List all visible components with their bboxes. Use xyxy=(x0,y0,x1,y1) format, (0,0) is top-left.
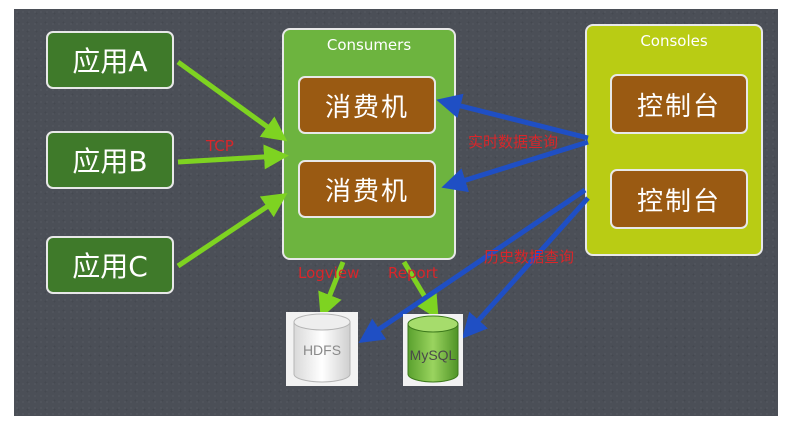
consumer-node-1: 消费机 xyxy=(298,76,436,134)
consumer-node-1-label: 消费机 xyxy=(324,92,409,123)
console-node-2-label: 控制台 xyxy=(636,186,721,217)
arrow-app-b-to-consumers xyxy=(177,144,289,170)
app-c-label: 应用C xyxy=(72,250,148,283)
console-node-2: 控制台 xyxy=(610,169,748,229)
arrow-console-to-mysql xyxy=(461,196,590,339)
app-c-box: 应用C xyxy=(46,236,174,294)
hdfs-storage: HDFS xyxy=(286,312,358,386)
arrow-consumers-to-hdfs xyxy=(318,261,346,319)
mysql-label: MySQL xyxy=(409,347,457,363)
app-b-box: 应用B xyxy=(46,131,174,189)
arrow-app-c-to-consumers xyxy=(176,193,288,269)
app-a-box: 应用A xyxy=(46,31,174,89)
arrow-console-to-hdfs xyxy=(358,187,587,344)
consumer-node-2-label: 消费机 xyxy=(324,176,409,207)
edge-label-tcp: TCP xyxy=(206,137,234,155)
app-b-label: 应用B xyxy=(72,145,148,178)
arrow-consumers-to-mysql xyxy=(401,260,439,320)
arrow-console-to-consumer-2 xyxy=(441,139,589,193)
consumers-group: Consumers xyxy=(282,28,456,260)
edge-label-logview: Logview xyxy=(298,264,360,282)
consoles-title: Consoles xyxy=(640,32,708,50)
console-node-1-label: 控制台 xyxy=(636,91,721,122)
arrow-app-a-to-consumers xyxy=(176,59,288,142)
hdfs-label: HDFS xyxy=(302,342,342,358)
arrow-console-to-consumer-1 xyxy=(436,93,589,141)
consumers-title: Consumers xyxy=(326,36,412,54)
consumer-node-2: 消费机 xyxy=(298,160,436,218)
edge-label-report: Report xyxy=(388,264,438,282)
edge-label-realtime-query: 实时数据查询 xyxy=(468,133,559,151)
app-a-label: 应用A xyxy=(72,45,148,78)
hdfs-cylinder-icon xyxy=(286,312,358,386)
edge-label-history-query: 历史数据查询 xyxy=(484,248,575,266)
mysql-cylinder-icon xyxy=(403,314,463,386)
mysql-storage: MySQL xyxy=(403,314,463,386)
console-node-1: 控制台 xyxy=(610,74,748,134)
